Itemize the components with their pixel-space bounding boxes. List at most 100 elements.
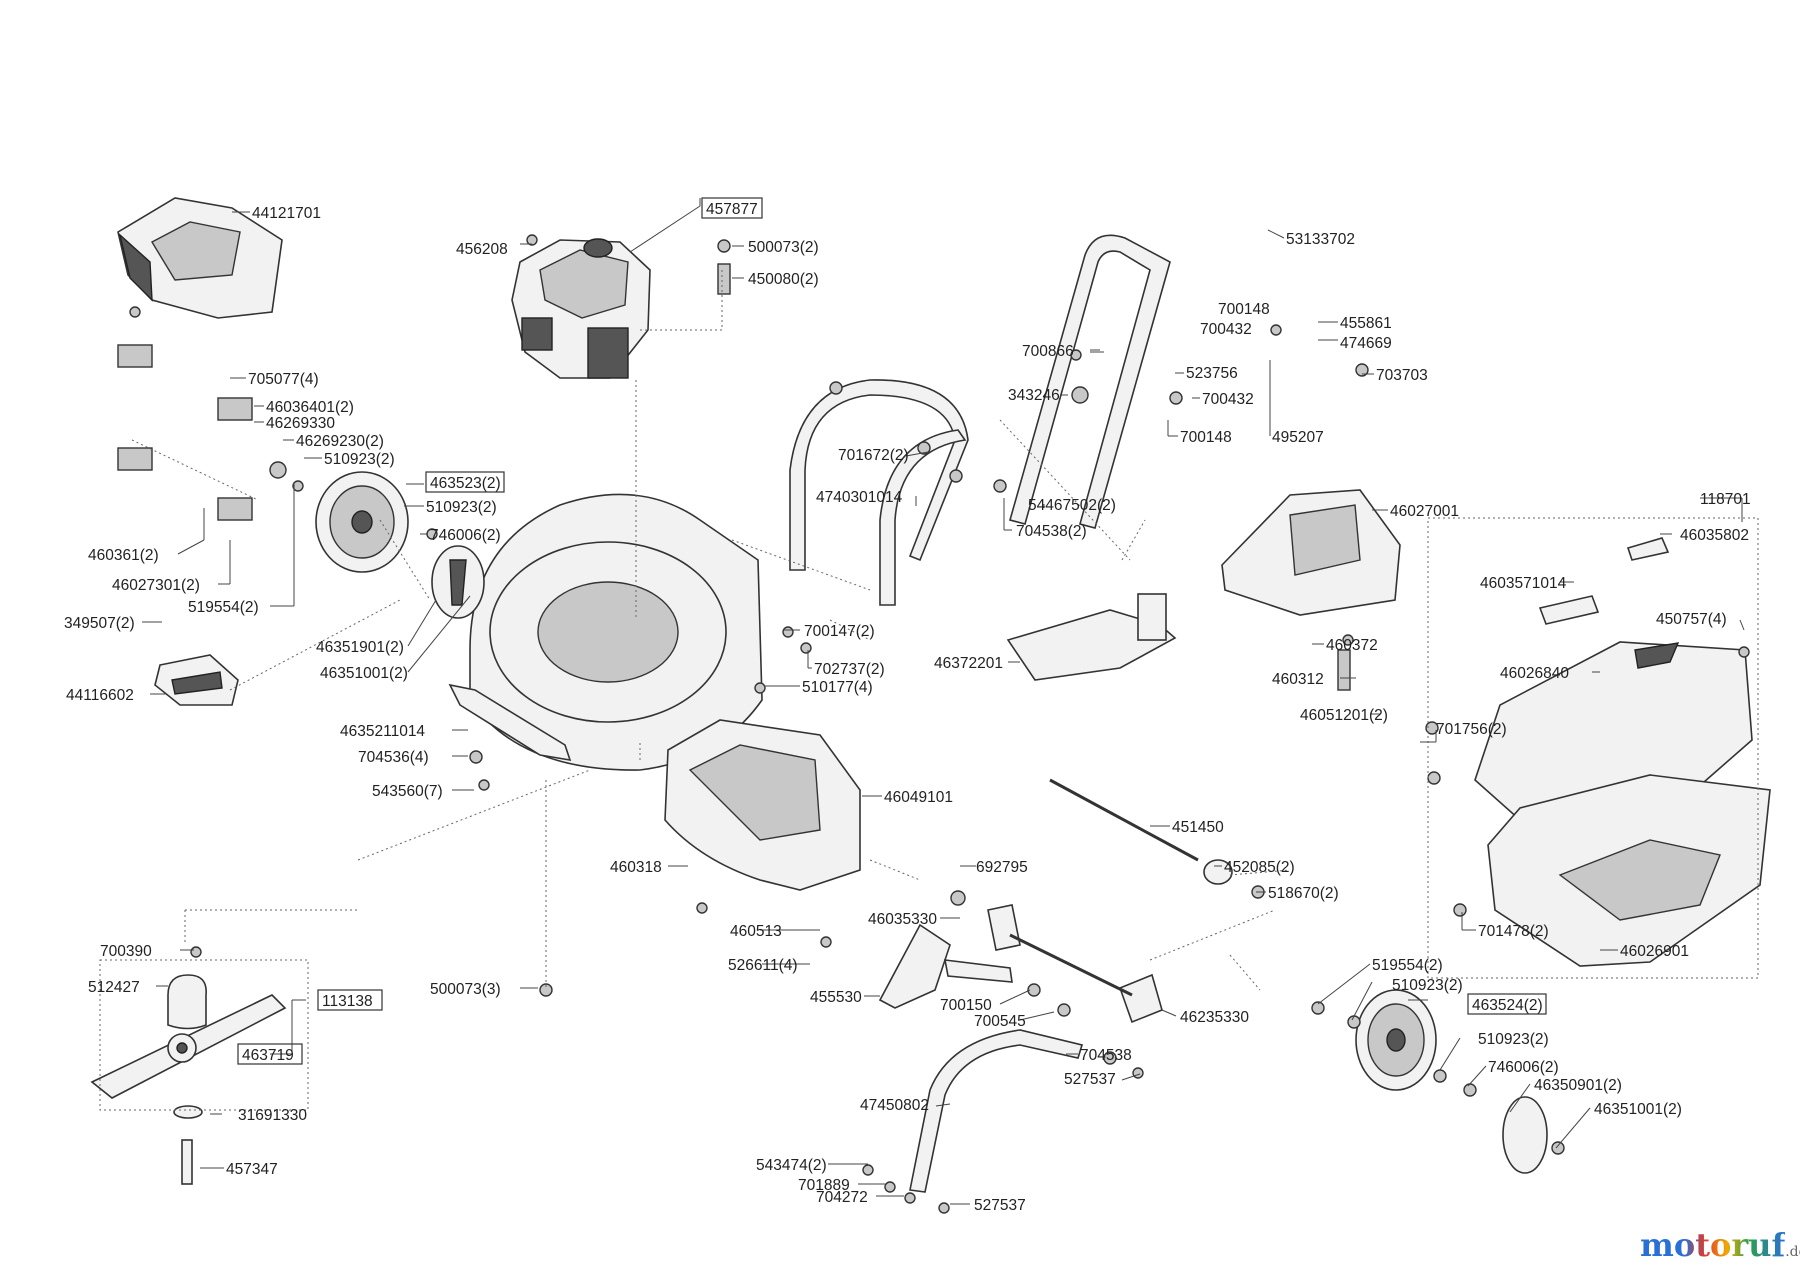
part-label: 510177(4): [802, 679, 873, 696]
part-label: 701672(2): [838, 447, 909, 464]
rear-flap-cover: [117, 197, 283, 319]
part-label: 113138: [322, 993, 373, 1010]
part-label: 705077(4): [248, 371, 319, 388]
part-label: 457347: [226, 1161, 278, 1178]
part-label: 463523(2): [430, 475, 501, 492]
rear-wheel-left: [315, 471, 409, 573]
part-label: 4635211014: [340, 723, 425, 740]
part-label: 500073(2): [748, 239, 819, 256]
part-label: 46035330: [868, 911, 937, 928]
part-label: 46351001(2): [1594, 1101, 1682, 1118]
part-label: 460312: [1272, 671, 1324, 688]
part-number-labels: 44121701 457877 456208 500073(2) 450080(…: [64, 201, 1751, 1214]
part-label: 46027301(2): [112, 577, 200, 594]
part-label: 519554(2): [1372, 957, 1443, 974]
part-label: 510923(2): [324, 451, 395, 468]
part-label: 700150: [940, 997, 992, 1014]
height-adjust-plate: [987, 904, 1163, 1024]
part-label: 543474(2): [756, 1157, 827, 1174]
part-label: 456208: [456, 241, 508, 258]
part-label: 463524(2): [1472, 997, 1543, 1014]
catcher-indicator: [1538, 537, 1670, 625]
part-label: 46351001(2): [320, 665, 408, 682]
part-label: 349507(2): [64, 615, 135, 632]
part-label: 4603571014: [1480, 575, 1567, 592]
grass-catcher: [1474, 641, 1771, 967]
part-label: 31691330: [238, 1107, 307, 1124]
part-label: 704272: [816, 1189, 868, 1206]
part-label: 452085(2): [1224, 859, 1295, 876]
part-label: 703703: [1376, 367, 1428, 384]
part-label: 510923(2): [1392, 977, 1463, 994]
part-label: 500073(3): [430, 981, 501, 998]
rear-axle: [1049, 778, 1233, 885]
part-label: 512427: [88, 979, 140, 996]
part-label: 46036401(2): [266, 399, 354, 416]
part-label: 510923(2): [1478, 1031, 1549, 1048]
blade-bolt: [181, 1139, 193, 1185]
part-label: 746006(2): [1488, 1059, 1559, 1076]
mower-deck: [448, 493, 763, 771]
part-label: 523756: [1186, 365, 1238, 382]
part-label: 46269230(2): [296, 433, 384, 450]
part-label: 700147(2): [804, 623, 875, 640]
part-label: 46035802: [1680, 527, 1749, 544]
part-label: 701478(2): [1478, 923, 1549, 940]
part-label: 463719: [242, 1047, 294, 1064]
small-fasteners: [117, 234, 1750, 1214]
brand-tld: .de: [1785, 1244, 1800, 1260]
part-label: 460372: [1326, 637, 1378, 654]
part-label: 46026901: [1620, 943, 1689, 960]
part-label: 46269330: [266, 415, 335, 432]
brand-name: motoruf: [1640, 1226, 1786, 1264]
part-label: 519554(2): [188, 599, 259, 616]
lower-handle: [789, 379, 969, 606]
part-label: 527537: [1064, 1071, 1116, 1088]
assembly-lines: [99, 270, 1759, 1111]
part-label: 457877: [706, 201, 758, 218]
part-label: 53133702: [1286, 231, 1355, 248]
part-label: 704538(2): [1016, 523, 1087, 540]
part-label: 4740301014: [816, 489, 903, 506]
height-lever-rod: [909, 1029, 1084, 1193]
part-label: 495207: [1272, 429, 1324, 446]
part-label: 46051201(2): [1300, 707, 1388, 724]
part-label: 455530: [810, 989, 862, 1006]
catcher-lid-front: [1221, 489, 1401, 616]
part-label: 46372201: [934, 655, 1003, 672]
part-label: 460318: [610, 859, 662, 876]
part-label: 702737(2): [814, 661, 885, 678]
part-label: 704536(4): [358, 749, 429, 766]
part-label: 54467502(2): [1028, 497, 1116, 514]
part-label: 746006(2): [430, 527, 501, 544]
brand-logo: motoruf.de: [1640, 1226, 1800, 1264]
rear-wheel-right: [1355, 989, 1437, 1091]
part-label: 543560(7): [372, 783, 443, 800]
engine-unit: [511, 238, 651, 379]
part-label: 474669: [1340, 335, 1392, 352]
mower-blade: [90, 974, 287, 1099]
leader-lines: [142, 198, 1745, 1205]
part-label: 460513: [730, 923, 782, 940]
part-label: 510923(2): [426, 499, 497, 516]
part-label: 46235330: [1180, 1009, 1249, 1026]
part-label: 692795: [976, 859, 1028, 876]
part-label: 46027001: [1390, 503, 1459, 520]
part-label: 46351901(2): [316, 639, 404, 656]
boxed-label-frames: [237, 197, 1547, 1065]
part-label: 451450: [1172, 819, 1224, 836]
part-label: 450080(2): [748, 271, 819, 288]
height-lever-knob: [878, 923, 1013, 1009]
part-label: 44116602: [66, 687, 134, 704]
part-label: 700148: [1180, 429, 1232, 446]
blade-washer: [173, 1105, 203, 1119]
part-label: 450757(4): [1656, 611, 1727, 628]
part-label: 46350901(2): [1534, 1077, 1622, 1094]
part-label: 700432: [1200, 321, 1252, 338]
part-label: 46049101: [884, 789, 953, 806]
part-label: 118701: [1700, 491, 1751, 508]
mulch-insert: [1006, 593, 1177, 681]
upper-handle: [1009, 234, 1171, 529]
part-label: 527537: [974, 1197, 1026, 1214]
part-label: 44121701: [252, 205, 321, 222]
